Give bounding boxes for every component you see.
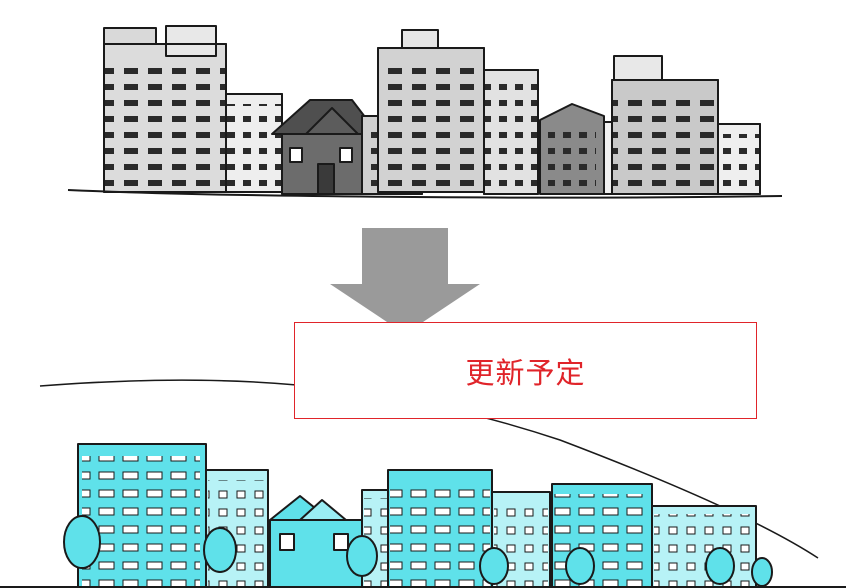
building-cyan-center [387,469,493,588]
building-tower-center [377,29,485,193]
renewed-city-illustration [0,379,846,588]
building-cyan-left [77,443,207,588]
down-arrow-icon [330,228,480,334]
city-buildings-illustration [67,25,783,199]
tree [751,557,773,587]
building-cyan-end [651,505,757,588]
building-small-left [225,93,283,193]
tree [479,547,509,585]
tree [565,547,595,585]
tree [63,515,101,569]
building-tower-right [611,55,719,195]
building-cyan-house [269,495,363,588]
building-dark-roof [539,103,605,195]
update-notice-text: 更新予定 [465,355,586,390]
building-mid-right [483,69,539,195]
tree [346,535,378,577]
update-notice-box: 更新予定 [294,322,757,419]
building-tower-left [103,25,227,193]
tree [203,527,237,573]
tree [705,547,735,585]
building-end-right [717,123,761,195]
trees [63,515,773,587]
building-house-dark [271,99,379,195]
ground-line-top [67,189,783,199]
